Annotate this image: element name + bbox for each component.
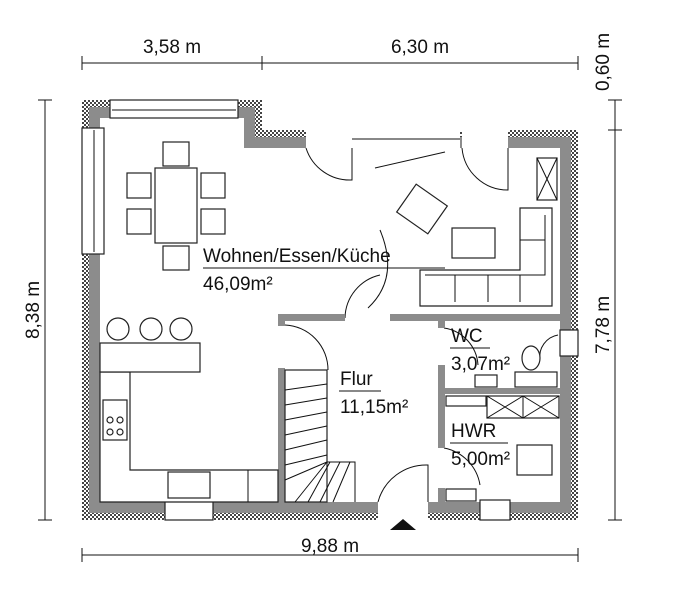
dimension-lines xyxy=(38,56,622,562)
interior-walls xyxy=(278,314,560,502)
dimension-bottom: 9,88 m xyxy=(301,536,359,557)
stove xyxy=(536,157,558,201)
room-label-wohnen: Wohnen/Essen/Küche 46,09m² xyxy=(203,246,445,295)
svg-text:5,00m²: 5,00m² xyxy=(451,449,510,470)
dimension-right-main: 7,78 m xyxy=(593,296,614,354)
room-label-flur: Flur 11,15m² xyxy=(339,369,408,418)
svg-text:11,15m²: 11,15m² xyxy=(340,397,408,418)
dimension-top-right: 6,30 m xyxy=(391,37,449,58)
room-label-hwr: HWR 5,00m² xyxy=(450,421,510,470)
svg-text:HWR: HWR xyxy=(451,421,496,442)
windows xyxy=(81,99,579,521)
bathroom-fixtures xyxy=(445,345,560,502)
dimension-top-left: 3,58 m xyxy=(143,37,201,58)
dimension-right-top: 0,60 m xyxy=(593,33,614,91)
dining-set xyxy=(126,141,226,271)
svg-text:Wohnen/Essen/Küche: Wohnen/Essen/Küche xyxy=(203,246,391,267)
doors xyxy=(284,147,559,503)
dimension-left: 8,38 m xyxy=(23,281,44,339)
svg-text:Flur: Flur xyxy=(340,369,373,390)
sofa xyxy=(374,151,553,307)
kitchen xyxy=(99,317,279,503)
room-label-wc: WC 3,07m² xyxy=(450,326,510,375)
svg-text:3,07m²: 3,07m² xyxy=(451,354,510,375)
entrance-arrow-icon xyxy=(390,519,416,530)
staircase xyxy=(284,369,356,503)
svg-text:WC: WC xyxy=(451,326,483,347)
svg-text:46,09m²: 46,09m² xyxy=(203,274,273,295)
